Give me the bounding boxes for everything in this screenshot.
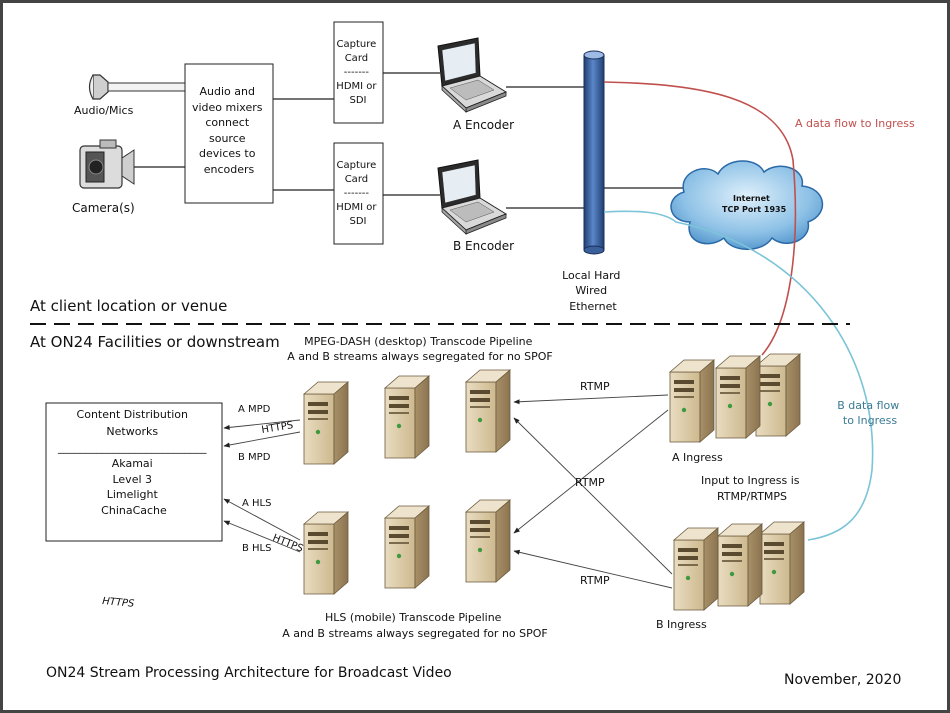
a-ingress-label: A Ingress [672, 451, 723, 464]
internet-label: Internet [733, 194, 770, 203]
rtmp-b-to-dash-arrow [513, 417, 673, 575]
hls-pipeline-title: HLS (mobile) Transcode Pipeline A and B … [282, 611, 548, 640]
encoder-b-laptop-icon [437, 159, 507, 235]
a-mpd-label: A MPD [238, 404, 271, 415]
hls-transcoder-server-2 [384, 505, 430, 589]
b-ingress-label: B Ingress [656, 618, 707, 631]
dash-transcoder-server-3 [465, 369, 511, 453]
dash-transcoder-server-1 [303, 381, 349, 465]
dash-pipeline-title: MPEG-DASH (desktop) Transcode Pipeline A… [287, 335, 553, 363]
rtmp-a-to-hls-arrow [513, 409, 669, 534]
camera-label: Camera(s) [72, 201, 135, 215]
footer-date: November, 2020 [784, 672, 901, 688]
capture-card-b-text: Capture Card ------- HDMI or SDI [336, 160, 379, 227]
rtmp-b-to-hls-arrow [513, 549, 673, 589]
ethernet-label: Local Hard Wired Ethernet [562, 269, 624, 313]
a-ingress-server-1 [669, 359, 715, 443]
https-dash-label: HTTPS [261, 420, 294, 436]
b-data-flow-path [603, 210, 874, 541]
hls-transcoder-server-1 [303, 511, 349, 595]
https-loose-label: HTTPS [102, 596, 136, 610]
b-hls-arrow [223, 520, 301, 553]
cdn-box [45, 402, 223, 542]
client-section-label: At client location or venue [30, 297, 227, 315]
audio-mics-label: Audio/Mics [74, 104, 134, 117]
encoder-a-laptop-icon [437, 37, 507, 113]
https-hls-label: HTTPS [271, 533, 305, 555]
cdn-text: Content Distribution Networks __________… [57, 408, 210, 517]
a-ingress-server-3 [755, 353, 801, 437]
rtmp-a-to-dash-arrow [513, 394, 669, 405]
a-flow-label: A data flow to Ingress [795, 117, 915, 130]
rtmp-mid-label: RTMP [575, 476, 605, 489]
rtmp-bottom-label: RTMP [580, 574, 610, 587]
b-hls-label: B HLS [242, 543, 271, 554]
a-hls-label: A HLS [242, 498, 271, 509]
camera-icon [79, 139, 135, 189]
b-ingress-server-2 [717, 523, 763, 607]
internet-cloud-icon [670, 160, 824, 250]
mixer-box [184, 63, 274, 204]
b-ingress-server-1 [673, 527, 719, 611]
capture-card-a-text: Capture Card ------- HDMI or SDI [336, 39, 379, 106]
a-hls-arrow [223, 498, 301, 541]
mixer-text: Audio and video mixers connect source de… [192, 85, 266, 176]
microphone-icon [88, 74, 186, 100]
a-ingress-server-2 [715, 355, 761, 439]
encoder-b-label: B Encoder [453, 239, 514, 253]
a-mpd-arrow [223, 419, 301, 430]
encoder-a-label: A Encoder [453, 118, 514, 132]
rtmp-top-label: RTMP [580, 380, 610, 393]
facility-section-label: At ON24 Facilities or downstream [30, 333, 280, 351]
b-mpd-arrow [223, 431, 301, 448]
ingress-input-note: Input to Ingress is RTMP/RTMPS [701, 474, 803, 503]
capture-card-b [333, 142, 384, 245]
b-ingress-server-3 [759, 521, 805, 605]
footer-title: ON24 Stream Processing Architecture for … [46, 665, 452, 681]
hls-transcoder-server-3 [465, 499, 511, 583]
b-flow-label: B data flow to Ingress [837, 399, 902, 427]
b-mpd-label: B MPD [238, 452, 271, 463]
dash-transcoder-server-2 [384, 375, 430, 459]
internet-port-label: TCP Port 1935 [722, 205, 787, 214]
ethernet-pipe-icon [583, 50, 605, 255]
capture-card-a [333, 21, 384, 124]
a-data-flow-path [603, 81, 797, 356]
